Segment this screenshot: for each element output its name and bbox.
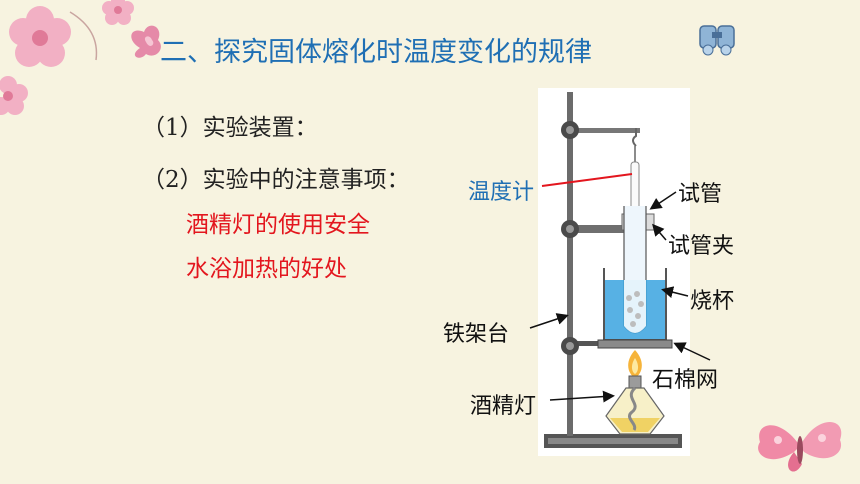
test-tube-clamp-arm [570, 225, 625, 233]
label-iron-stand: 铁架台 [443, 322, 510, 347]
label-asbestos-net: 石棉网 [652, 368, 719, 393]
label-alcohol-lamp: 酒精灯 [470, 394, 537, 419]
note-lamp-safety: 酒精灯的使用安全 [186, 212, 370, 238]
apparatus-drawing [544, 92, 682, 448]
asbestos-net [597, 339, 673, 349]
note-water-bath: 水浴加热的好处 [186, 256, 347, 282]
apparatus-diagram [538, 88, 690, 456]
item-apparatus: （1）实验装置： [142, 115, 318, 141]
slide-title: 二、探究固体熔化时温度变化的规律 [160, 37, 592, 68]
label-thermometer: 温度计 [468, 180, 535, 205]
flower-icon [0, 0, 161, 115]
stand-rod [567, 92, 573, 436]
label-test-tube-clamp: 试管夹 [668, 234, 735, 259]
label-beaker: 烧杯 [690, 289, 735, 314]
butterfly-icon [758, 422, 842, 472]
binoculars-icon [699, 25, 735, 56]
label-test-tube: 试管 [678, 182, 723, 207]
item-precautions: （2）实验中的注意事项： [142, 167, 410, 193]
